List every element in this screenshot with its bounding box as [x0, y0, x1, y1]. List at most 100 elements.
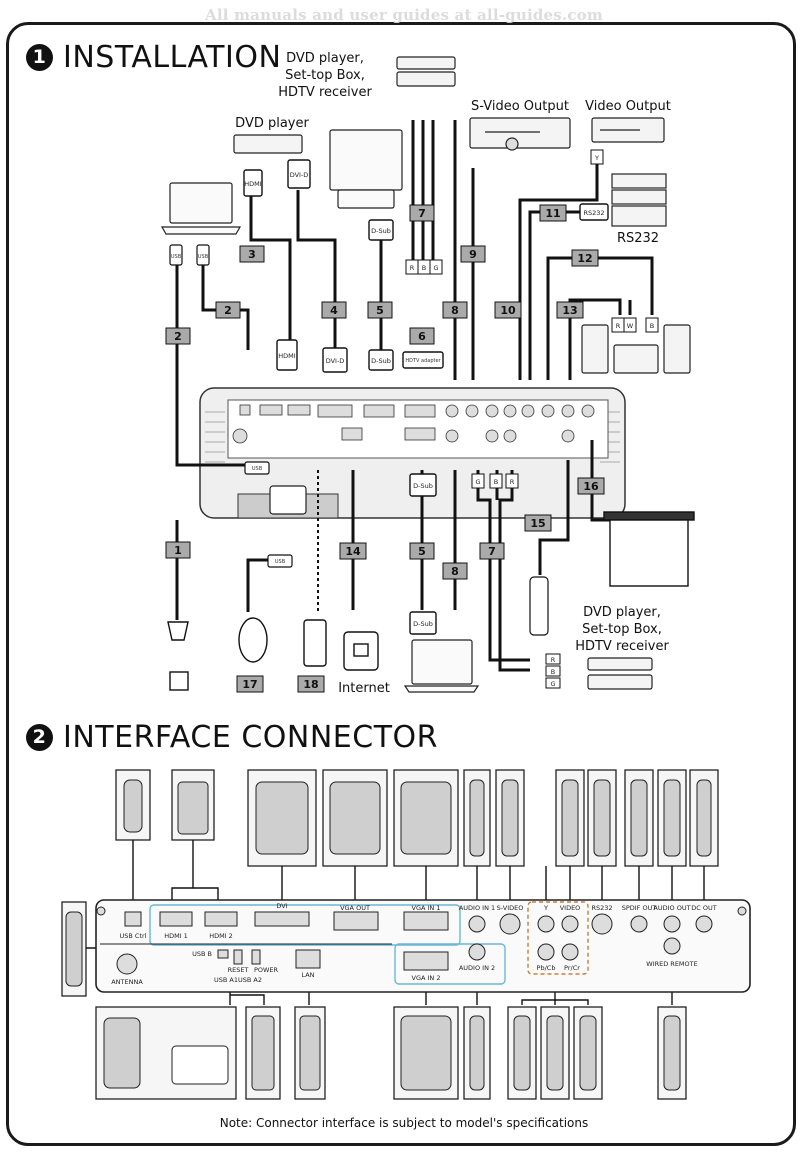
svg-text:USB: USB: [252, 466, 263, 472]
svg-text:R: R: [510, 478, 515, 486]
rca-r-connector: R: [611, 317, 625, 333]
dvd-stb-top-label-1: DVD player,: [286, 51, 364, 66]
port-label-hdmi1: HDMI 1: [164, 932, 188, 940]
svg-text:2: 2: [174, 330, 182, 343]
port-label-audio-out: AUDIO OUT: [653, 904, 690, 912]
port-label-antenna: ANTENNA: [111, 978, 143, 986]
dvi-d-connector: DVI-D: [322, 347, 348, 373]
port-label-dc-out: DC OUT: [691, 904, 716, 912]
port-label-pr-cr: Pr/Cr: [564, 964, 580, 972]
svg-text:HDTV adapter: HDTV adapter: [405, 358, 441, 364]
cable-tag: 2: [165, 327, 191, 345]
svg-text:1: 1: [174, 544, 182, 557]
svg-text:B: B: [422, 264, 426, 272]
rs232-pc-icon: [611, 173, 667, 227]
svg-text:D-Sub: D-Sub: [371, 227, 391, 235]
port-label-vga-out: VGA OUT: [340, 904, 370, 912]
hdtv-adapter-connector: HDTV adapter: [402, 351, 444, 369]
usb-connector: USB: [169, 244, 183, 266]
svg-text:W: W: [627, 322, 634, 330]
svg-text:D-Sub: D-Sub: [413, 482, 433, 490]
section-number-badge: 2: [26, 724, 53, 751]
dvi-d-connector: DVI-D: [287, 159, 311, 189]
svg-text:8: 8: [451, 304, 459, 317]
power-plug-icon: [167, 621, 189, 691]
d-sub-connector: D-Sub: [409, 611, 437, 635]
svg-text:R: R: [616, 322, 621, 330]
svg-text:D-Sub: D-Sub: [413, 620, 433, 628]
svg-text:3: 3: [248, 248, 256, 261]
svg-text:2: 2: [224, 304, 232, 317]
usb-connector: USB: [196, 244, 210, 266]
internet-label: Internet: [338, 681, 390, 696]
svg-text:17: 17: [242, 678, 257, 691]
dvd-player-bottom-icon: [587, 657, 653, 690]
port-label-audio-in1: AUDIO IN 1: [459, 904, 495, 912]
monitor-icon: [329, 129, 403, 209]
cable-tag: 13: [556, 301, 584, 319]
interface-bottom-plug-details: [103, 1015, 681, 1091]
svg-text:7: 7: [488, 545, 496, 558]
footnote: Note: Connector interface is subject to …: [219, 1116, 589, 1130]
cable-tag: 15: [524, 514, 552, 532]
cable-tag: 12: [571, 249, 599, 267]
svg-text:D-Sub: D-Sub: [371, 357, 391, 365]
svg-text:8: 8: [451, 565, 459, 578]
remote-control-icon: [529, 576, 549, 636]
port-label-dvi: DVI: [276, 902, 287, 910]
svg-text:Y: Y: [594, 154, 599, 162]
rca-b-connector: B: [645, 317, 659, 333]
projector-rear-panel: [199, 387, 626, 519]
svideo-output-label: S-Video Output: [471, 99, 569, 114]
projection-screen-icon: [603, 511, 695, 587]
port-label-y: Y: [543, 904, 548, 912]
cable-tag: 5: [409, 542, 435, 560]
cable-tag: 4: [321, 301, 347, 319]
port-label-spdif-out: SPDIF OUT: [622, 904, 657, 912]
cable-tag: 18: [297, 675, 325, 693]
laptop-top-icon: [160, 182, 242, 235]
port-label-usb-a1: USB A1: [214, 976, 238, 984]
svg-text:4: 4: [330, 304, 338, 317]
d-sub-connector: D-Sub: [368, 349, 394, 371]
svg-text:G: G: [433, 264, 438, 272]
dvd-stb-bottom-label-1: DVD player,: [583, 605, 661, 620]
rca-b-connector: B: [417, 259, 431, 275]
video-output-label: Video Output: [585, 99, 671, 114]
svg-text:14: 14: [345, 545, 361, 558]
video-vcr-icon: [591, 117, 665, 143]
svg-text:B: B: [494, 478, 498, 486]
cable-tag: 10: [494, 301, 522, 319]
usb-drive-icon: [303, 619, 327, 667]
svg-text:USB: USB: [198, 254, 209, 260]
port-label-s-video: S-VIDEO: [497, 904, 524, 912]
hdmi-connector: HDMI: [276, 339, 298, 371]
svg-text:RS232: RS232: [583, 209, 604, 217]
svg-text:16: 16: [583, 480, 599, 493]
svg-text:5: 5: [418, 545, 426, 558]
watermark: All manuals and user guides at all-guide…: [205, 6, 603, 24]
dvd-stb-top-label-2: Set-top Box,: [285, 68, 365, 83]
svg-text:10: 10: [500, 304, 516, 317]
cable-tag: 8: [442, 562, 468, 580]
port-label-pb-cb: Pb/Cb: [537, 964, 556, 972]
installation-title: INSTALLATION: [63, 40, 282, 75]
rca-b-connector: B: [489, 473, 503, 489]
dvd-player-icon: [233, 134, 303, 154]
cable-number-tags: 1 2 2 3 4 5 5 6 7 7 8 8 9 10 11 12 13 14…: [165, 204, 605, 693]
rca-b-label: B: [551, 668, 555, 676]
dvd-stb-top-label-3: HDTV receiver: [278, 85, 372, 100]
page-frame: [6, 22, 796, 1146]
cable-tag: 14: [339, 542, 367, 560]
dvd-player-label: DVD player: [235, 116, 309, 131]
svg-text:B: B: [650, 322, 654, 330]
dvd-player-top-icon: [396, 56, 456, 87]
svideo-vcr-icon: [469, 117, 571, 151]
rs232-device-label: RS232: [617, 231, 659, 246]
dvd-stb-bottom-label-2: Set-top Box,: [582, 622, 662, 637]
svg-text:15: 15: [530, 517, 545, 530]
svg-text:R: R: [410, 264, 415, 272]
svg-text:5: 5: [376, 304, 384, 317]
rca-g-connector: G: [471, 473, 485, 489]
cable-tag: 9: [460, 245, 486, 263]
